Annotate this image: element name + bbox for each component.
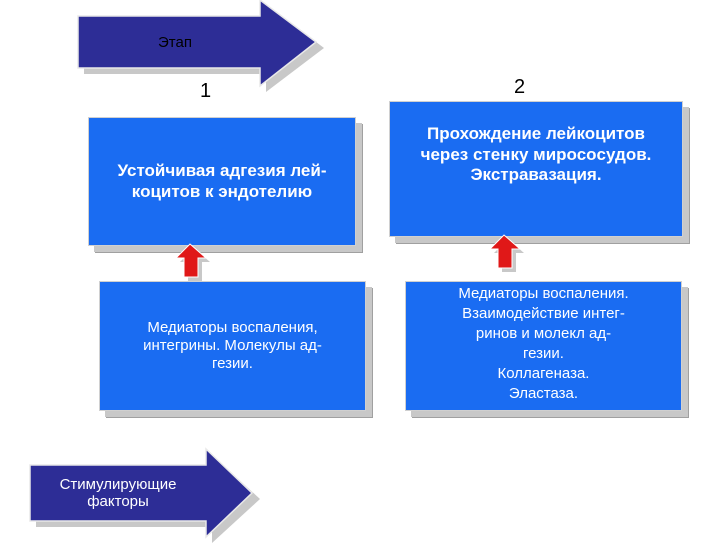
factors-arrow <box>29 447 260 543</box>
factors-arrow-label: Стимулирующие факторы <box>59 476 177 511</box>
mediators-box-2-fill <box>405 281 682 411</box>
mediators-text-2: Медиаторы воспаления. Взаимодействие инт… <box>458 285 629 402</box>
stage-arrow <box>77 0 324 92</box>
mediators-box-1: Медиаторы воспаления, интегрины. Молекул… <box>99 281 366 411</box>
up-arrow-2 <box>488 234 524 272</box>
mediators-text-1: Медиаторы воспаления, интегрины. Молекул… <box>143 318 322 373</box>
stage2-text: Прохождение лейкоцитов через стенку миро… <box>420 124 652 185</box>
up-arrow-1 <box>174 243 210 281</box>
step-number-2: 2 <box>514 76 526 98</box>
stage2-box: Прохождение лейкоцитов через стенку миро… <box>389 101 683 237</box>
stage-arrow-label: Этап <box>158 34 192 51</box>
stage1-text: Устойчивая адгезия лей- коцитов к эндоте… <box>117 160 327 201</box>
mediators-box-2: Медиаторы воспаления. Взаимодействие инт… <box>405 281 682 411</box>
step-number-1: 1 <box>200 80 212 102</box>
stage1-box: Устойчивая адгезия лей- коцитов к эндоте… <box>88 117 356 246</box>
